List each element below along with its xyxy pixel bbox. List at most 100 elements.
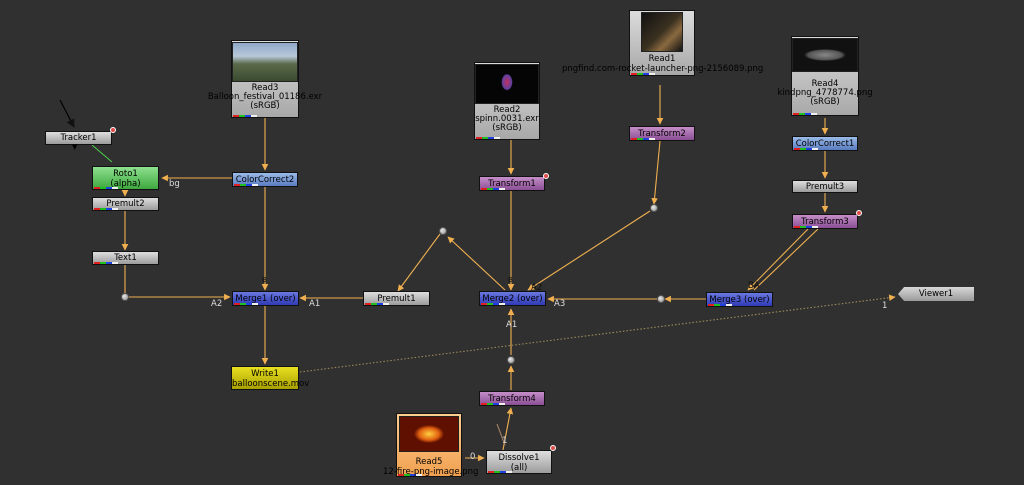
transform1-node[interactable]: Transform1	[479, 176, 545, 191]
transform3-indicator	[856, 210, 862, 216]
read1-channels	[631, 73, 655, 75]
merge2-node[interactable]: Merge2 (over)	[479, 291, 546, 306]
roto1-channels	[94, 187, 118, 189]
viewer1-node[interactable]: Viewer1	[898, 287, 974, 301]
premult3-label: Premult3	[805, 182, 845, 192]
read4-channels	[793, 113, 817, 115]
merge2-a3-label: A3	[554, 299, 566, 309]
roto1-node[interactable]: Roto1 (alpha)	[92, 166, 159, 190]
premult1-channels	[365, 303, 389, 305]
read5-node[interactable]: Read5	[396, 413, 462, 477]
text1-channels	[94, 262, 118, 264]
write1-label: Write1	[251, 369, 279, 379]
dissolve1-input0-label: 0	[470, 452, 476, 462]
roto1-sub: (alpha)	[110, 179, 141, 189]
tracker1-label: Tracker1	[60, 133, 97, 143]
tracker1-indicator	[110, 127, 116, 133]
dissolve1-node[interactable]: Dissolve1 (all)	[486, 450, 552, 474]
merge2-a2-label: A2	[531, 283, 543, 293]
write1-node[interactable]: Write1 balloonscene.mov	[231, 366, 310, 390]
merge2-channels	[481, 303, 505, 305]
merge1-b-label: B	[262, 276, 267, 284]
transform3-channels	[794, 226, 818, 228]
premult1-node[interactable]: Premult1	[363, 291, 430, 306]
read1-file: pngfind.com-rocket-launcher-png-2156089.…	[562, 64, 764, 74]
premult2-channels	[94, 208, 118, 210]
merge1-channels	[234, 303, 258, 305]
colorcorrect1-node[interactable]: ColorCorrect1	[792, 136, 858, 151]
read5-name: Read5	[415, 457, 443, 467]
transform2-node[interactable]: Transform2	[629, 126, 695, 141]
merge1-node[interactable]: Merge1 (over)	[232, 291, 299, 306]
read5-thumbnail	[399, 416, 459, 452]
transform1-channels	[481, 188, 505, 190]
read4-colorspace: (sRGB)	[810, 97, 840, 107]
colorcorrect2-node[interactable]: ColorCorrect2	[232, 172, 298, 187]
merge3-channels	[708, 304, 732, 306]
merge2-b-label: B	[508, 276, 513, 284]
merge3-node[interactable]: Merge3 (over)	[706, 292, 773, 307]
merge3-dot[interactable]	[657, 295, 665, 303]
transform1-label: Transform1	[488, 179, 536, 189]
read4-node[interactable]: Read4 kindpng_4778774.png (sRGB)	[777, 36, 873, 116]
read2-colorspace: (sRGB)	[492, 123, 522, 133]
read1-node[interactable]: Read1	[629, 10, 695, 76]
read3-name: Read3	[251, 83, 279, 93]
read5-channels	[398, 474, 422, 476]
transform4-channels	[481, 403, 505, 405]
dissolve1-indicator	[550, 445, 556, 451]
read3-thumbnail	[232, 42, 298, 82]
merge3-label: Merge3 (over)	[709, 295, 770, 305]
read2-name: Read2	[493, 105, 521, 115]
colorcorrect2-channels	[234, 184, 258, 186]
transform4-label: Transform4	[488, 394, 536, 404]
viewer1-input-label: 1	[882, 301, 888, 311]
read2-file: spinn.0031.exr	[475, 114, 539, 124]
dissolve1-label: Dissolve1	[498, 453, 540, 463]
merge1-a2-label: A2	[211, 299, 223, 309]
read3-colorspace: (sRGB)	[250, 101, 280, 111]
text1-node[interactable]: Text1	[92, 251, 159, 265]
read4-name: Read4	[811, 79, 839, 89]
dissolve1-input1-label: 1	[502, 436, 508, 446]
read1-thumbnail	[641, 12, 683, 52]
merge2-label: Merge2 (over)	[482, 294, 543, 304]
premult2-node[interactable]: Premult2	[92, 197, 159, 211]
dissolve1-sub: (all)	[510, 463, 528, 473]
read3-node[interactable]: Read3 Balloon_festival_01186.exr (sRGB)	[208, 40, 322, 118]
merge1-label: Merge1 (over)	[235, 294, 296, 304]
read3-file: Balloon_festival_01186.exr	[207, 92, 323, 102]
text1-dot[interactable]	[121, 293, 129, 301]
transform2-label: Transform2	[638, 129, 686, 139]
colorcorrect1-channels	[794, 148, 818, 150]
roto1-bg-input-label: bg	[169, 179, 180, 189]
tracker1-marker-icon: ▼	[72, 143, 78, 151]
read3-channels	[233, 115, 257, 117]
read4-thumbnail	[792, 38, 858, 72]
transform4-dot[interactable]	[507, 356, 515, 364]
transform2-dot[interactable]	[650, 204, 658, 212]
read2-channels	[476, 137, 500, 139]
merge3-ba-label: BA	[748, 281, 760, 291]
premult3-node[interactable]: Premult3	[792, 180, 858, 193]
merge2-dot-left[interactable]	[439, 227, 447, 235]
read1-name: Read1	[648, 54, 676, 64]
dissolve1-channels	[488, 471, 512, 473]
read2-node[interactable]: Read2 spinn.0031.exr (sRGB)	[474, 62, 540, 140]
write1-file: balloonscene.mov	[232, 379, 310, 389]
read4-file: kindpng_4778774.png	[777, 88, 873, 98]
merge2-a1-label: A1	[506, 320, 518, 330]
roto1-label: Roto1	[113, 169, 138, 179]
colorcorrect2-label: ColorCorrect2	[235, 175, 295, 185]
read5-file: 12-fire-png-image.png	[383, 467, 479, 477]
viewer1-label: Viewer1	[918, 289, 954, 299]
transform2-channels	[631, 138, 655, 140]
tracker1-node[interactable]: Tracker1	[45, 131, 112, 145]
premult2-label: Premult2	[106, 199, 145, 209]
transform4-node[interactable]: Transform4	[479, 391, 545, 406]
transform3-node[interactable]: Transform3	[792, 214, 858, 229]
merge1-a1-label: A1	[309, 299, 321, 309]
text1-label: Text1	[114, 253, 137, 263]
premult1-label: Premult1	[377, 294, 416, 304]
